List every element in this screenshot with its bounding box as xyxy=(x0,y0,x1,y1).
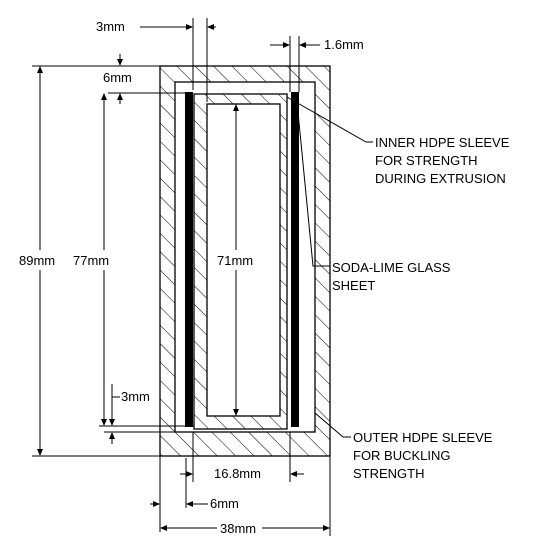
dim-label-89mm: 89mm xyxy=(19,253,55,268)
dim-label-1-6mm: 1.6mm xyxy=(324,37,364,52)
dim-3mm-top: 3mm xyxy=(96,18,216,102)
dim-label-3mm-bottom: 3mm xyxy=(121,389,150,404)
dim-label-77mm: 77mm xyxy=(73,253,109,268)
dim-label-6mm-side: 6mm xyxy=(210,496,239,511)
dim-label-3mm-top: 3mm xyxy=(96,19,125,34)
callout-inner-sleeve: INNER HDPE SLEEVE FOR STRENGTH DURING EX… xyxy=(286,96,513,186)
dim-6mm-side: 6mm xyxy=(150,456,239,532)
callout-outer-sleeve-text: OUTER HDPE SLEEVE FOR BUCKLING STRENGTH xyxy=(353,430,496,481)
dim-label-38mm: 38mm xyxy=(220,521,256,536)
dim-label-6mm-top: 6mm xyxy=(103,70,132,85)
callout-glass-sheet-text: SODA-LIME GLASS SHEET xyxy=(332,260,454,293)
dim-1-6mm: 1.6mm xyxy=(270,36,364,92)
dim-label-71mm: 71mm xyxy=(217,253,253,268)
dim-71mm: 71mm xyxy=(217,104,253,416)
callout-glass-sheet: SODA-LIME GLASS SHEET xyxy=(297,111,454,293)
callout-outer-sleeve: OUTER HDPE SLEEVE FOR BUCKLING STRENGTH xyxy=(314,412,496,481)
glass-sheet-left xyxy=(185,92,193,427)
dim-38mm: 38mm xyxy=(160,456,331,536)
dim-77mm: 77mm xyxy=(73,93,194,427)
glass-sheets xyxy=(185,92,299,427)
dim-3mm-bottom: 3mm xyxy=(104,384,175,444)
dim-label-16-8mm: 16.8mm xyxy=(214,466,261,481)
dim-89mm: 89mm xyxy=(19,65,160,457)
callout-inner-sleeve-text: INNER HDPE SLEEVE FOR STRENGTH DURING EX… xyxy=(375,135,513,186)
glass-sheet-right xyxy=(291,92,299,427)
dim-16-8mm: 16.8mm xyxy=(180,432,304,482)
